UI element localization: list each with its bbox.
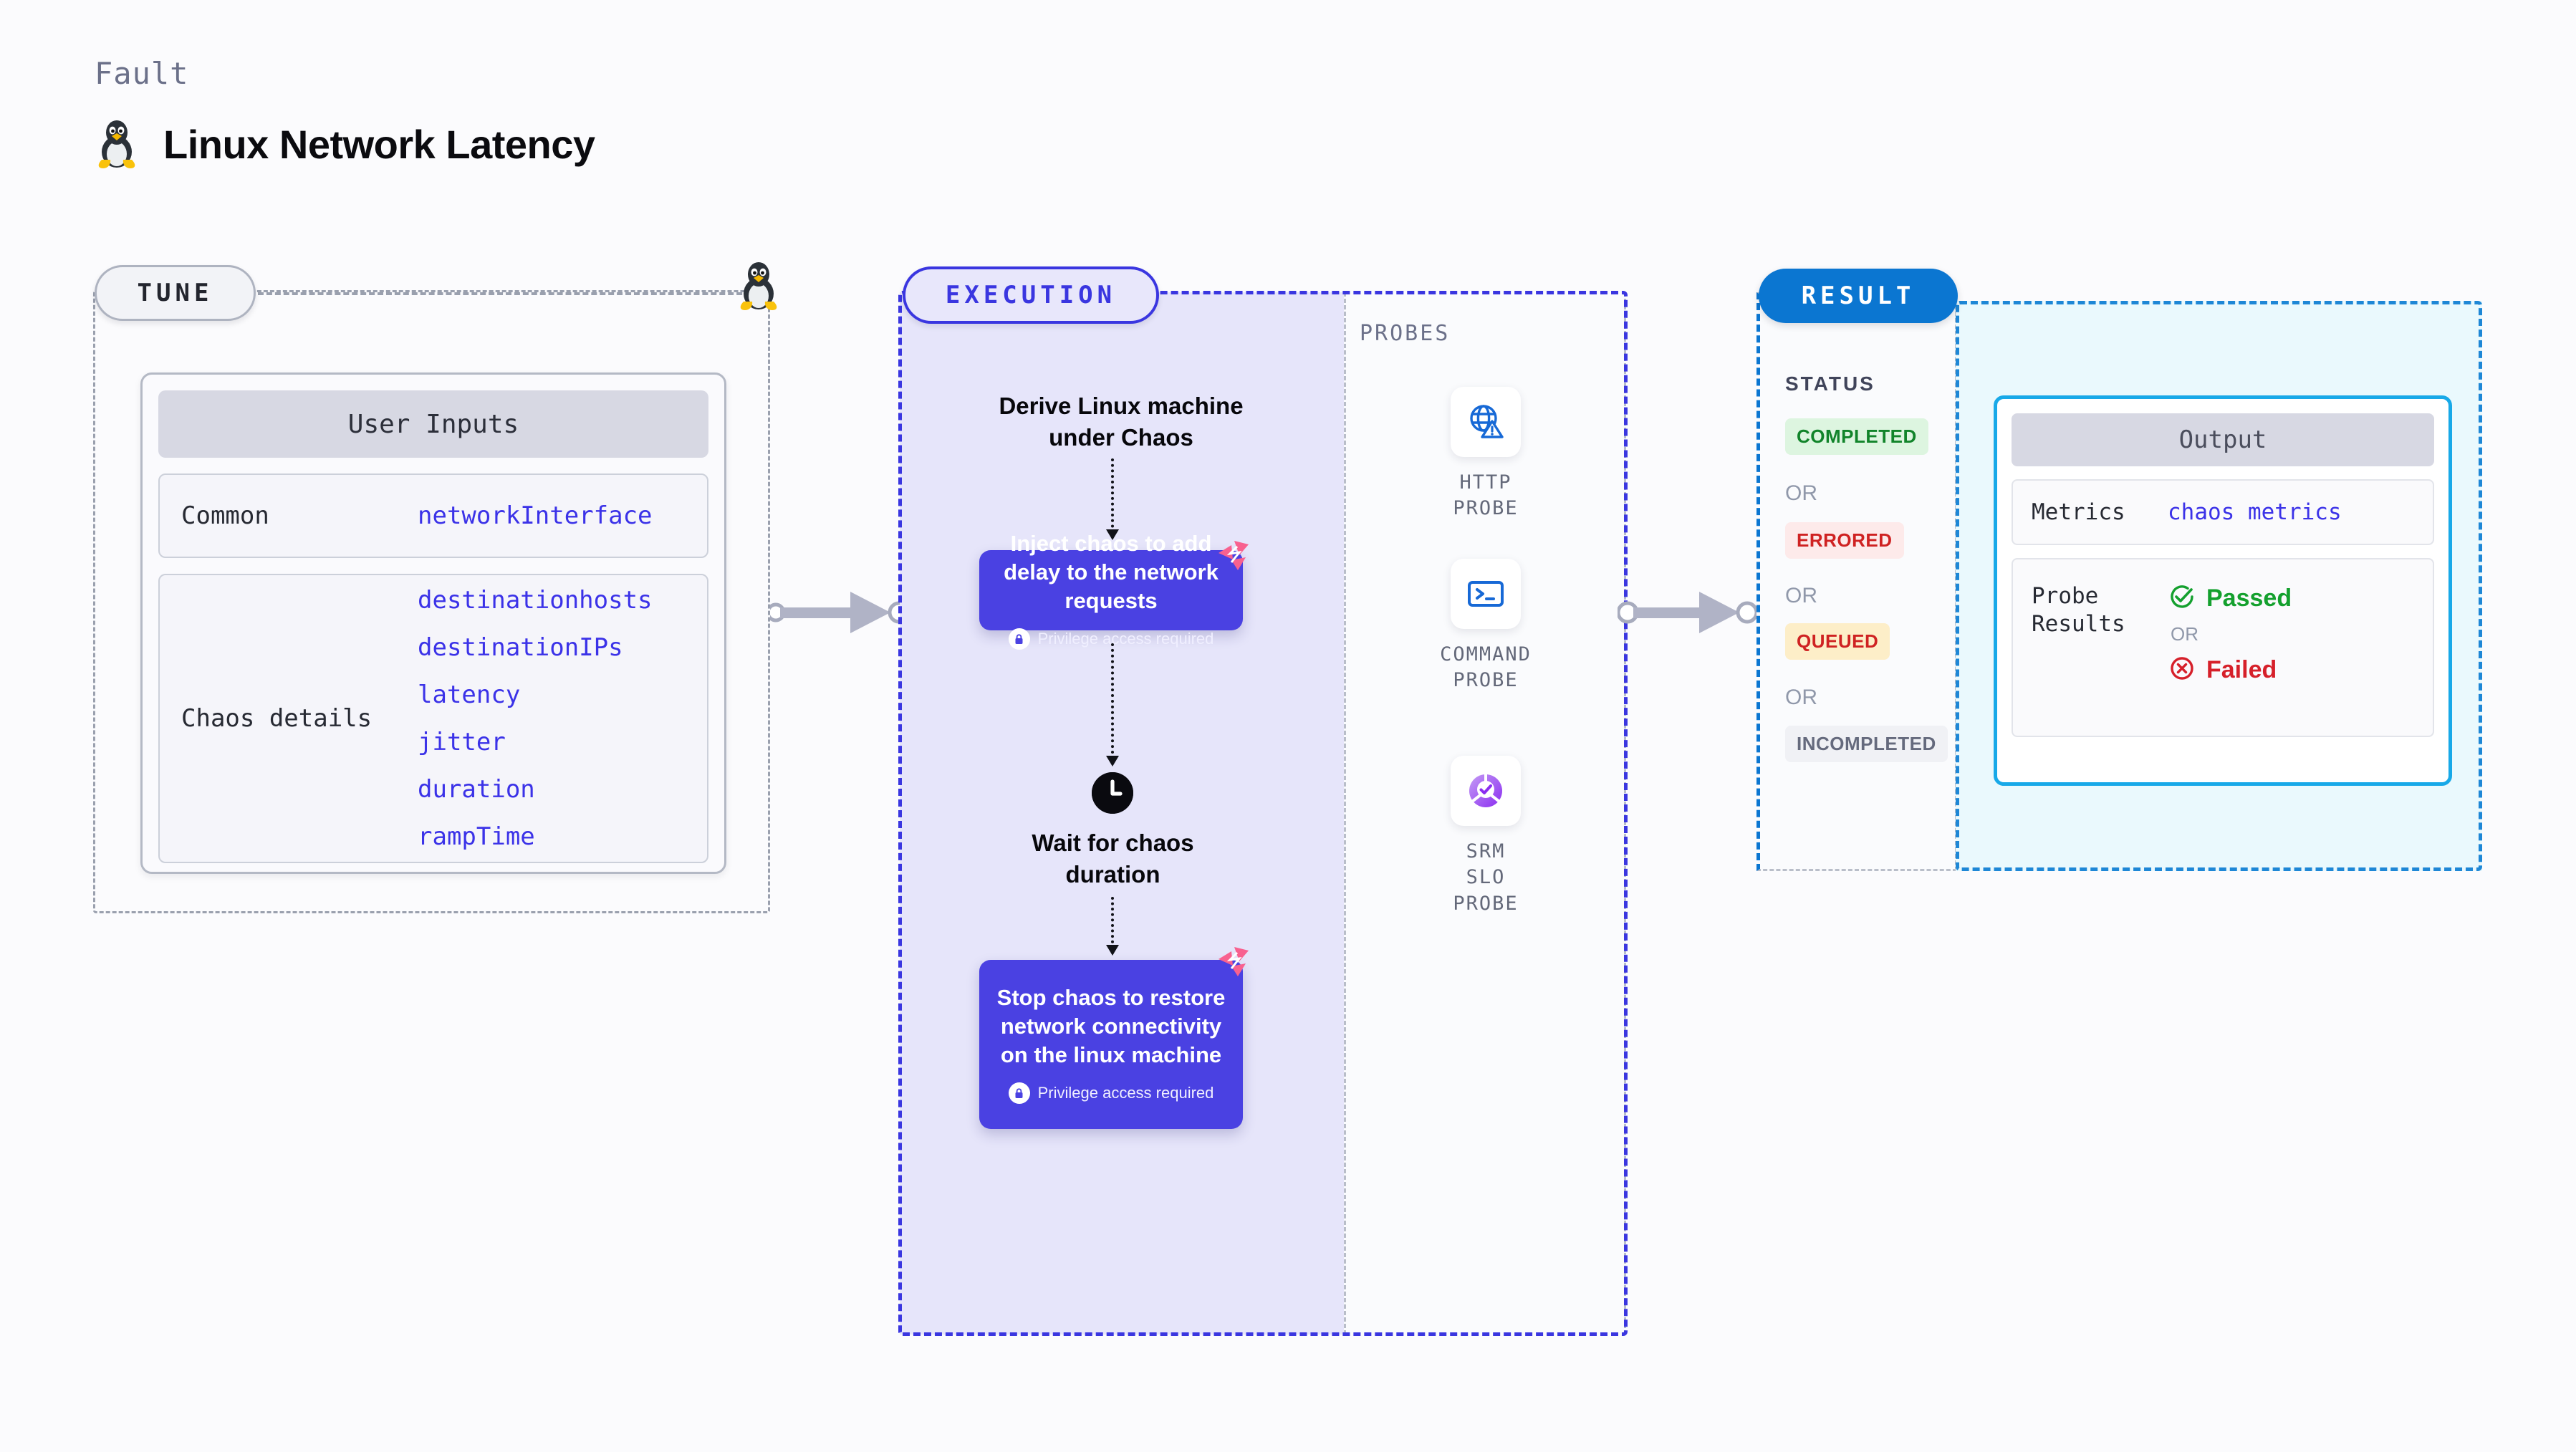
flow-arrow-1: [1106, 458, 1119, 540]
tune-row-key: Common: [181, 501, 269, 530]
probes-section-label: PROBES: [1360, 321, 1451, 346]
output-metrics-key: Metrics: [2032, 499, 2125, 525]
tune-value-jitter[interactable]: jitter: [418, 728, 506, 756]
probe-results-values: Passed OR Failed: [2168, 582, 2292, 686]
failed-label: Failed: [2206, 656, 2277, 683]
tune-row-chaos-details: Chaos details destinationhosts destinati…: [158, 574, 708, 863]
lock-icon: [1008, 628, 1030, 650]
slo-donut-check-icon: [1451, 756, 1521, 826]
flow-arrow-2: [1106, 643, 1119, 766]
harness-logo-icon: [1216, 538, 1251, 577]
lock-icon: [1008, 1082, 1030, 1105]
output-card: Output Metrics chaos metrics Probe Resul…: [1994, 395, 2452, 786]
tune-to-linux-connector: [258, 292, 759, 295]
probe-result-or: OR: [2171, 623, 2198, 645]
tune-value-destinationhosts[interactable]: destinationhosts: [418, 586, 653, 615]
tune-panel: [93, 290, 770, 913]
tune-stage-pill[interactable]: TUNE: [95, 265, 256, 321]
result-region-fill: [1756, 292, 1957, 871]
output-probe-key: Probe Results: [2032, 583, 2125, 637]
x-circle-icon: [2168, 654, 2196, 686]
connector-execution-to-result: [1616, 586, 1761, 643]
fault-kicker: Fault: [95, 56, 189, 91]
status-or-2: OR: [1785, 584, 1817, 607]
execution-pill-label: EXECUTION: [945, 281, 1117, 309]
tune-row-key: Chaos details: [181, 704, 373, 733]
execution-block-inject-chaos[interactable]: Inject chaos to add delay to the network…: [979, 531, 1243, 650]
status-or-3: OR: [1785, 686, 1817, 709]
execution-stage-pill[interactable]: EXECUTION: [903, 266, 1159, 324]
status-label: STATUS: [1785, 372, 1875, 395]
execution-panel: [898, 291, 1628, 1336]
tune-row-common: Common networkInterface: [158, 473, 708, 558]
passed-label: Passed: [2206, 585, 2292, 612]
probe-command[interactable]: COMMAND PROBE: [1440, 559, 1530, 694]
user-inputs-title: User Inputs: [158, 390, 708, 458]
result-stage-pill[interactable]: RESULT: [1759, 269, 1958, 323]
execution-fill: [900, 292, 1344, 1335]
tune-value-destinationips[interactable]: destinationIPs: [418, 633, 623, 662]
probe-label: SRM SLO PROBE: [1453, 840, 1519, 915]
tune-value-duration[interactable]: duration: [418, 775, 535, 804]
linux-penguin-icon: [95, 118, 139, 170]
tune-pill-label: TUNE: [137, 279, 213, 307]
output-title: Output: [2012, 413, 2434, 466]
status-badge-errored: ERRORED: [1785, 522, 1904, 559]
tune-value-ramptime[interactable]: rampTime: [418, 822, 535, 851]
probe-label: COMMAND PROBE: [1440, 643, 1532, 692]
globe-warning-icon: [1451, 387, 1521, 457]
probe-result-failed: Failed: [2168, 654, 2292, 686]
connector-tune-to-execution: [766, 586, 913, 643]
page-title-text: Linux Network Latency: [163, 121, 595, 167]
status-badge-incompleted: INCOMPLETED: [1785, 726, 1948, 762]
status-badge-completed: COMPLETED: [1785, 418, 1928, 455]
privilege-note: Privilege access required: [1008, 628, 1214, 650]
output-row-metrics: Metrics chaos metrics: [2012, 479, 2434, 545]
execution-step-derive-title: Derive Linux machine under Chaos: [999, 393, 1244, 451]
stop-chaos-text: Stop chaos to restore network connectivi…: [996, 984, 1226, 1068]
result-pill-label: RESULT: [1801, 282, 1916, 310]
tune-value-networkinterface[interactable]: networkInterface: [418, 501, 653, 530]
privilege-note-text: Privilege access required: [1037, 1084, 1214, 1102]
privilege-note: Privilege access required: [1008, 1082, 1214, 1105]
probe-http[interactable]: HTTP PROBE: [1450, 387, 1522, 522]
tune-row-values: networkInterface: [418, 501, 653, 530]
flow-arrow-3: [1106, 897, 1119, 956]
probe-result-passed: Passed: [2168, 582, 2292, 615]
probe-label: HTTP PROBE: [1453, 471, 1519, 520]
execution-block-stop-chaos[interactable]: Stop chaos to restore network connectivi…: [979, 960, 1243, 1129]
harness-logo-icon: [1216, 944, 1251, 984]
check-circle-icon: [2168, 582, 2196, 615]
clock-icon: [1092, 772, 1133, 814]
linux-badge-on-border: [736, 260, 781, 315]
execution-step-wait-title: Wait for chaos duration: [1032, 830, 1194, 888]
tune-value-latency[interactable]: latency: [418, 681, 521, 709]
privilege-note-text: Privilege access required: [1037, 630, 1214, 648]
tune-row-values: destinationhosts destinationIPs latency …: [418, 586, 653, 851]
probe-srm-slo[interactable]: SRM SLO PROBE: [1450, 756, 1522, 917]
inject-chaos-text: Inject chaos to add delay to the network…: [1004, 530, 1219, 614]
output-region-border: [1956, 301, 2482, 871]
terminal-icon: [1451, 559, 1521, 629]
output-row-probe-results: Probe Results Passed OR: [2012, 558, 2434, 737]
status-badge-queued: QUEUED: [1785, 623, 1890, 660]
status-or-1: OR: [1785, 481, 1817, 505]
user-inputs-card: User Inputs Common networkInterface Chao…: [140, 372, 726, 874]
page-title: Linux Network Latency: [95, 118, 595, 170]
output-metrics-value[interactable]: chaos metrics: [2168, 499, 2342, 525]
